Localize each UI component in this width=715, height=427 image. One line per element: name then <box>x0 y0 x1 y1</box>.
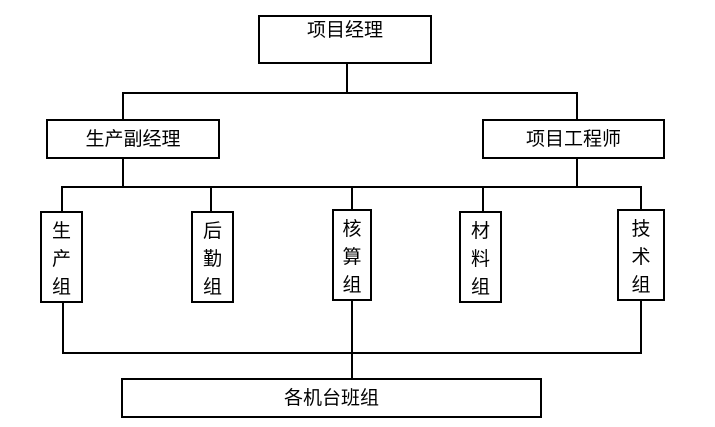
node-materials-group-label: 材 料 组 <box>471 217 490 301</box>
node-project-manager: 项目经理 <box>258 15 432 64</box>
label-char: 技 <box>631 218 651 240</box>
node-production-group-label: 生 产 组 <box>52 217 71 301</box>
label-char: 料 <box>470 248 490 270</box>
label-char: 组 <box>51 276 71 298</box>
label-char: 组 <box>470 276 490 298</box>
node-materials-group: 材 料 组 <box>459 211 502 303</box>
node-production-group: 生 产 组 <box>40 211 83 303</box>
node-tech-group: 技 术 组 <box>617 209 665 301</box>
node-machine-crews: 各机台班组 <box>121 378 542 418</box>
label-char: 组 <box>202 276 222 298</box>
node-tech-group-label: 技 术 组 <box>631 215 650 299</box>
label-char: 材 <box>470 220 490 242</box>
label-char: 核 <box>342 218 362 240</box>
label-char: 算 <box>342 246 362 268</box>
node-accounting-group-label: 核 算 组 <box>342 215 361 299</box>
label-char: 组 <box>631 274 651 296</box>
node-project-engineer-label: 项目工程师 <box>525 127 621 150</box>
node-logistics-group-label: 后 勤 组 <box>203 217 222 301</box>
label-char: 生 <box>51 220 71 242</box>
node-project-engineer: 项目工程师 <box>482 119 665 159</box>
node-machine-crews-label: 各机台班组 <box>283 386 379 409</box>
label-char: 勤 <box>202 248 222 270</box>
node-project-manager-label: 项目经理 <box>306 19 383 41</box>
node-accounting-group: 核 算 组 <box>332 209 372 301</box>
label-char: 术 <box>631 246 651 268</box>
label-char: 组 <box>342 274 362 296</box>
label-char: 后 <box>202 220 222 242</box>
label-char: 产 <box>51 248 71 270</box>
node-logistics-group: 后 勤 组 <box>191 211 234 303</box>
node-deputy-manager: 生产副经理 <box>46 119 220 159</box>
node-deputy-manager-label: 生产副经理 <box>85 127 181 150</box>
